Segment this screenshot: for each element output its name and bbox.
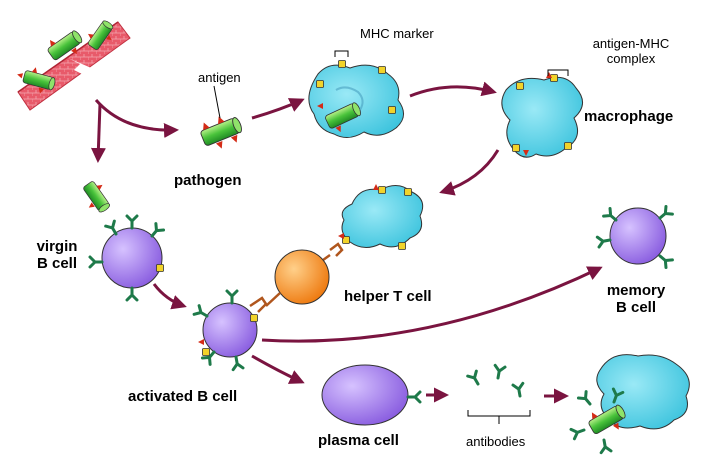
b-cell-icon [88, 214, 166, 302]
arrow-pathogen-to-macrophage [251, 98, 305, 120]
b-cell-icon [595, 204, 674, 270]
macrophage-label: macrophage [584, 108, 674, 125]
helper-t-cell-label: helper T cell [344, 288, 432, 305]
antigen-mhc-complex-label: antigen-MHC complex [592, 36, 670, 66]
arrow-skin-to-bcell [90, 103, 106, 163]
pathogen-icon [82, 180, 112, 214]
process-arrows [90, 81, 603, 404]
antigen-label: antigen [198, 70, 241, 85]
macrophage-icon [308, 60, 404, 138]
antibodies-bracket [467, 410, 531, 417]
pathogen-label: pathogen [174, 172, 242, 189]
tcr-receptor [329, 242, 344, 257]
arrow-skin-to-pathogen [94, 99, 179, 138]
plasma-cell-icon [321, 364, 422, 426]
mhc-marker-label: MHC marker [360, 26, 434, 41]
pathogen-icon [199, 115, 244, 150]
arrow-virgin-to-activated [152, 283, 187, 310]
memory-b-cell-label: memory B cell [606, 282, 666, 316]
tcr-receptor [249, 296, 268, 313]
antigen-mhc-bracket [547, 69, 569, 76]
b-cell-icon [192, 289, 258, 372]
antigen-leader [213, 85, 221, 119]
mhc-marker-bracket [334, 50, 349, 57]
arrow-activated-to-memory [261, 266, 603, 343]
antibody-icon [466, 363, 527, 399]
macrophage-icon [338, 184, 424, 250]
arrow-macrophage-to-macrophage [409, 81, 497, 98]
activated-b-cell-label: activated B cell [128, 388, 238, 405]
arrow-macrophage-to-macrophage3 [439, 149, 500, 196]
helper-t-cell-icon [274, 249, 330, 305]
macrophage-icon [501, 72, 583, 158]
antibodies-label: antibodies [466, 434, 526, 449]
plasma-cell-label: plasma cell [318, 432, 399, 449]
arrow-activated-to-plasma [251, 354, 305, 384]
virgin-b-cell-label: virgin B cell [36, 238, 78, 272]
